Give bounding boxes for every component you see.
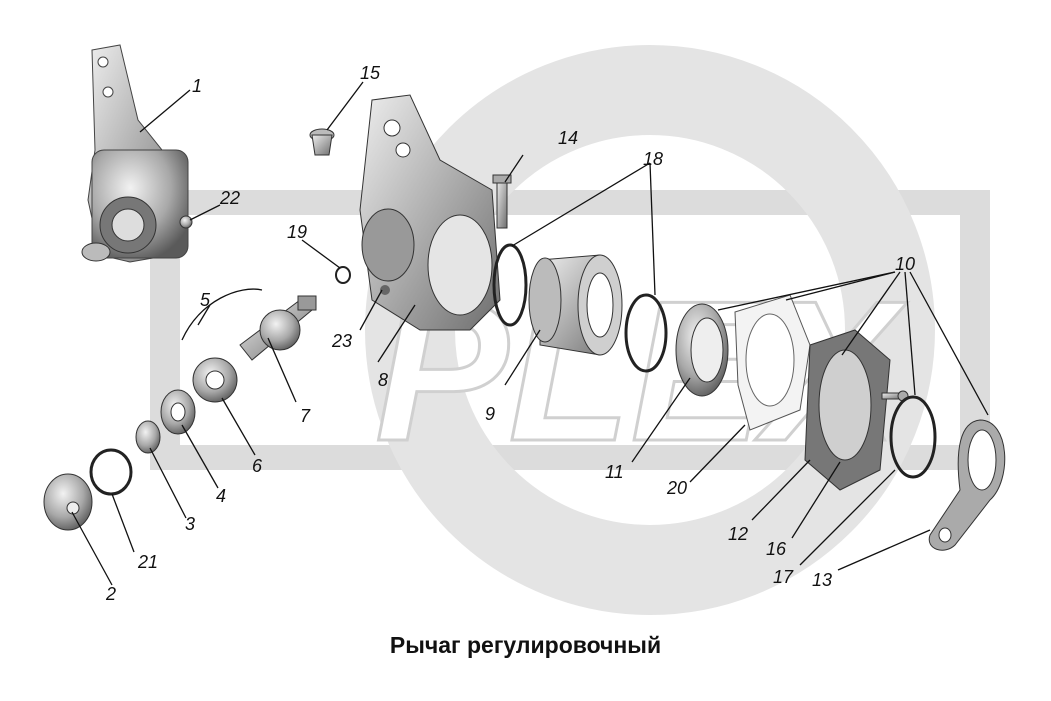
lever-arm-part <box>81 44 189 263</box>
callout-8: 8 <box>378 370 388 390</box>
seal-part <box>675 303 729 397</box>
cover-o-ring-part <box>889 395 937 479</box>
callout-15: 15 <box>360 63 381 83</box>
retaining-ring-part <box>181 288 263 341</box>
callout-17: 17 <box>773 567 794 587</box>
small-o-ring-part <box>335 266 351 284</box>
callout-11: 11 <box>605 462 624 482</box>
callout-23: 23 <box>331 331 352 351</box>
housing-part <box>359 94 501 331</box>
callout-5: 5 <box>200 290 211 310</box>
bushing-part <box>135 420 161 454</box>
callout-3: 3 <box>185 514 195 534</box>
callout-18: 18 <box>643 149 663 169</box>
callout-19: 19 <box>287 222 307 242</box>
diagram-caption: Рычаг регулировочный <box>389 632 662 658</box>
callout-6: 6 <box>252 456 263 476</box>
callout-16: 16 <box>766 539 787 559</box>
callout-1: 1 <box>192 76 202 96</box>
end-cap-part <box>43 473 93 531</box>
grease-nipple-part <box>179 215 193 229</box>
gasket-plate-part <box>734 294 811 431</box>
cover-part <box>804 329 891 491</box>
callout-21: 21 <box>137 552 158 572</box>
callout-10: 10 <box>895 254 915 274</box>
o-ring-left-part <box>492 243 528 327</box>
callout-7: 7 <box>300 406 311 426</box>
callout-labels: 1 2 3 4 5 6 7 8 9 10 11 12 13 14 15 16 1… <box>105 63 915 604</box>
worm-shaft-part <box>239 295 317 361</box>
roller-bearing-part <box>528 254 623 356</box>
callout-12: 12 <box>728 524 748 544</box>
screw-part <box>492 174 512 229</box>
callout-13: 13 <box>812 570 832 590</box>
o-ring-right-part <box>624 293 668 373</box>
callout-20: 20 <box>666 478 687 498</box>
end-o-ring-part <box>89 448 133 496</box>
leader-lines <box>71 81 989 586</box>
callout-2: 2 <box>105 584 116 604</box>
callout-4: 4 <box>216 486 226 506</box>
plug-part <box>309 128 335 156</box>
callout-14: 14 <box>558 128 578 148</box>
tab-washer-part <box>928 419 1006 551</box>
callout-22: 22 <box>219 188 240 208</box>
spur-gear-part <box>160 389 196 435</box>
worm-gear-part <box>192 357 238 403</box>
callout-9: 9 <box>485 404 495 424</box>
